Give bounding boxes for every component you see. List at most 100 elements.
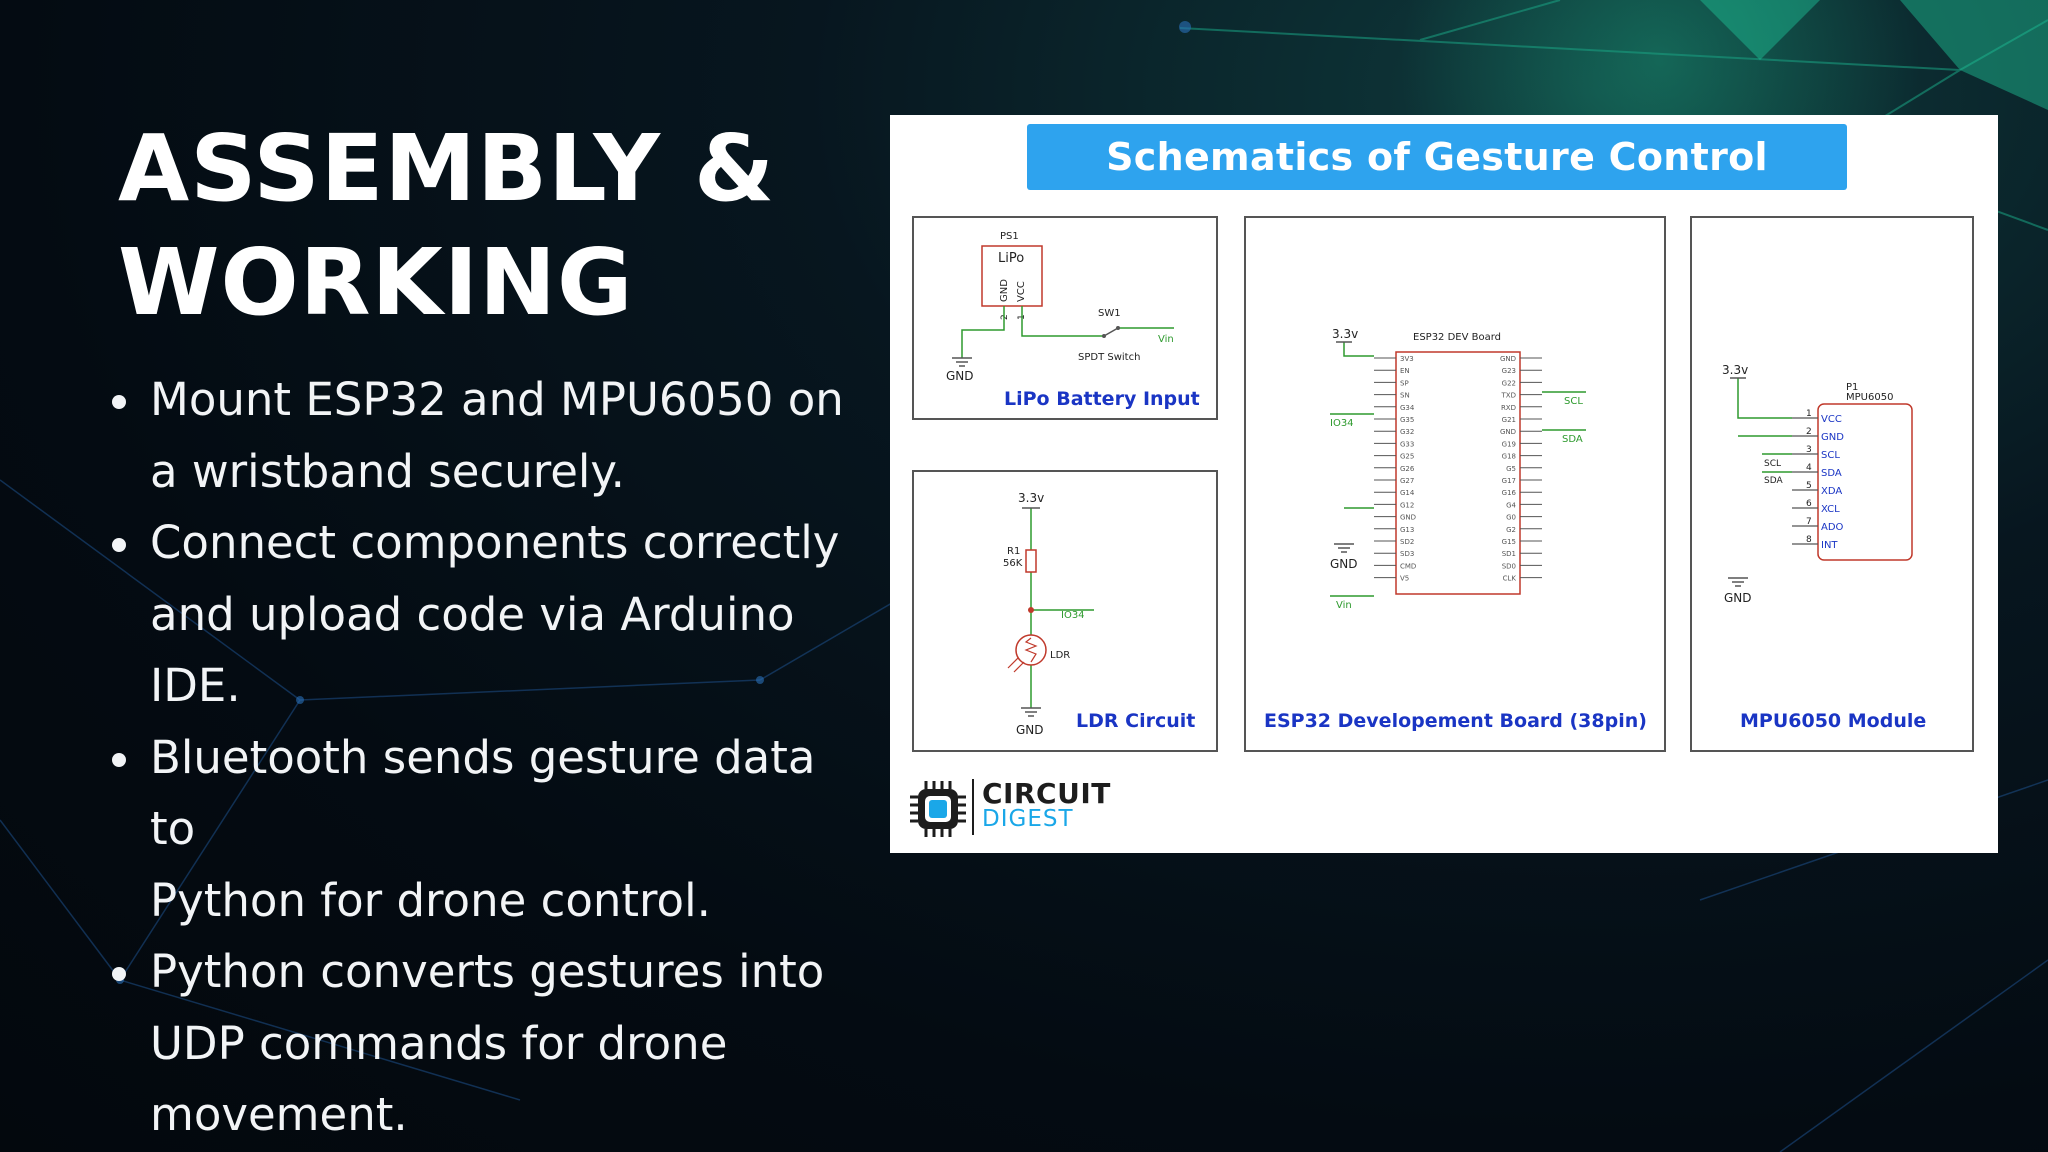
esp32-pin-label: SD2 — [1400, 538, 1414, 546]
esp32-pin-label: GND — [1500, 428, 1516, 436]
esp32-sda-label: SDA — [1562, 434, 1583, 445]
bullet-text: Connect components correctly — [150, 516, 840, 569]
bullet-text: Bluetooth sends gesture data to — [150, 730, 816, 856]
bullet-item-connect: Connect components correctly and upload … — [112, 507, 872, 722]
esp32-pin-label: G27 — [1400, 477, 1414, 485]
mpu-sda-net: SDA — [1764, 476, 1783, 486]
esp32-pin-label: G17 — [1502, 477, 1516, 485]
ldr-sensor-icon — [1015, 634, 1047, 666]
esp32-pin-label: G18 — [1502, 453, 1516, 461]
esp32-pin-label: G5 — [1506, 465, 1516, 473]
esp32-vin-label: Vin — [1336, 600, 1352, 611]
lipo-gnd-label: GND — [946, 369, 974, 383]
esp32-pin-label: TXD — [1501, 392, 1516, 400]
esp32-pin-label: G35 — [1400, 416, 1414, 424]
ldr-caption: LDR Circuit — [1076, 710, 1196, 732]
mpu-pin-number: 5 — [1806, 481, 1812, 491]
bullet-text: Mount ESP32 and MPU6050 on — [150, 373, 844, 426]
logo-divider — [972, 779, 974, 835]
lipo-pin2: 2 — [1000, 314, 1010, 320]
slide-title-line1: ASSEMBLY & — [118, 115, 776, 222]
bullet-item-bluetooth: Bluetooth sends gesture data to Python f… — [112, 722, 872, 937]
esp32-pin-label: GND — [1400, 514, 1416, 522]
esp32-pin-label: SN — [1400, 392, 1410, 400]
bullet-item-python: Python converts gestures into UDP comman… — [112, 936, 872, 1151]
esp32-pin-label: G26 — [1400, 465, 1415, 473]
bullet-dot-icon — [112, 752, 126, 767]
esp32-pin-label: SD1 — [1502, 550, 1516, 558]
bullet-text: a wristband securely. — [150, 444, 625, 498]
esp32-pin-label: G15 — [1502, 538, 1516, 546]
esp32-io34-label: IO34 — [1330, 418, 1354, 429]
mpu-pin-name: INT — [1821, 540, 1838, 551]
bullet-text: IDE. — [150, 659, 241, 712]
mpu-pin-name: XDA — [1821, 486, 1842, 497]
bullet-dot-icon — [112, 967, 126, 981]
ldr-schematic: 3.3v R1 56K IO34 LDR GND — [1003, 491, 1094, 737]
esp32-pin-label: V5 — [1400, 575, 1409, 583]
esp32-schematic: ESP32 DEV Board 3V3ENSPSNG34G35G32G33G25… — [1330, 327, 1586, 611]
esp32-supply-label: 3.3v — [1332, 327, 1358, 341]
ldr-gnd-label: GND — [1016, 723, 1044, 737]
mpu-pin-name: SCL — [1821, 450, 1840, 461]
schematic-panel: Schematics of Gesture Control Device PS1… — [890, 115, 1998, 853]
logo-text-circuit: CIRCUIT — [982, 777, 1111, 810]
esp32-pin-label: SD3 — [1400, 550, 1414, 558]
bullet-text: movement. — [150, 1088, 408, 1141]
esp32-pin-label: CMD — [1400, 562, 1416, 570]
bullet-dot-icon — [112, 538, 126, 552]
esp32-board-label: ESP32 DEV Board — [1413, 332, 1501, 343]
mpu-pin-number: 2 — [1806, 427, 1812, 437]
esp32-pin-label: G14 — [1400, 489, 1415, 497]
bullet-text: UDP commands for drone — [150, 1016, 728, 1070]
bullet-text: Python for drone control. — [150, 873, 711, 927]
mpu-caption: MPU6050 Module — [1740, 710, 1927, 732]
mpu-scl-net: SCL — [1764, 459, 1781, 469]
mpu-supply-label: 3.3v — [1722, 363, 1748, 377]
esp32-pin-label: G33 — [1400, 440, 1414, 448]
mpu-pin-name: XCL — [1821, 504, 1840, 515]
lipo-ref: PS1 — [1000, 231, 1019, 242]
mpu-pin-name: SDA — [1821, 468, 1842, 479]
ldr-circuit-box: 3.3v R1 56K IO34 LDR GND — [912, 470, 1218, 752]
esp32-pin-label: G25 — [1400, 453, 1414, 461]
esp32-pin-label: CLK — [1503, 575, 1517, 583]
mpu-body — [1817, 403, 1913, 561]
esp32-pin-label: G4 — [1506, 501, 1516, 509]
mpu-ref: P1 — [1846, 382, 1858, 393]
resistor-ref: R1 — [1007, 546, 1020, 557]
mpu-gnd-label: GND — [1724, 591, 1752, 605]
esp32-caption: ESP32 Developement Board (38pin) — [1264, 710, 1647, 732]
mpu-pin-number: 8 — [1806, 535, 1812, 545]
esp32-pin-label: G19 — [1502, 440, 1516, 448]
switch-ref: SW1 — [1098, 308, 1121, 319]
mpu-pin-number: 1 — [1806, 409, 1812, 419]
mpu-pin-number: 4 — [1806, 463, 1812, 473]
bullet-list: Mount ESP32 and MPU6050 on a wristband s… — [112, 364, 872, 1151]
esp32-pin-label: G34 — [1400, 404, 1415, 412]
esp32-pin-label: G32 — [1400, 428, 1414, 436]
lipo-part: LiPo — [998, 251, 1024, 266]
mpu-pin-name: ADO — [1821, 522, 1844, 533]
esp32-pin-label: GND — [1500, 355, 1516, 363]
esp32-pin-label: G21 — [1502, 416, 1516, 424]
logo-text-digest: DIGEST — [982, 806, 1074, 832]
slide-title-line2: WORKING — [118, 229, 634, 336]
ldr-label: LDR — [1050, 650, 1070, 661]
mpu-pin-number: 7 — [1806, 517, 1812, 527]
switch-name: SPDT Switch — [1078, 352, 1140, 363]
esp32-pin-label: G2 — [1506, 526, 1516, 534]
mpu-pin-name: VCC — [1821, 414, 1842, 425]
esp32-pin-label: RXD — [1501, 404, 1516, 412]
esp32-pin-label: SD0 — [1502, 562, 1516, 570]
esp32-pin-label: G22 — [1502, 379, 1516, 387]
lipo-battery-box: PS1 LiPo GND VCC 2 1 SW1 SPDT Switch Vin — [912, 216, 1218, 420]
resistor-r1 — [1025, 549, 1037, 573]
esp32-pin-label: G16 — [1502, 489, 1517, 497]
bullet-text: and upload code via Arduino — [150, 587, 795, 641]
circuit-digest-logo-icon — [910, 781, 966, 837]
esp32-scl-label: SCL — [1564, 396, 1583, 407]
esp32-gnd-label: GND — [1330, 557, 1358, 571]
